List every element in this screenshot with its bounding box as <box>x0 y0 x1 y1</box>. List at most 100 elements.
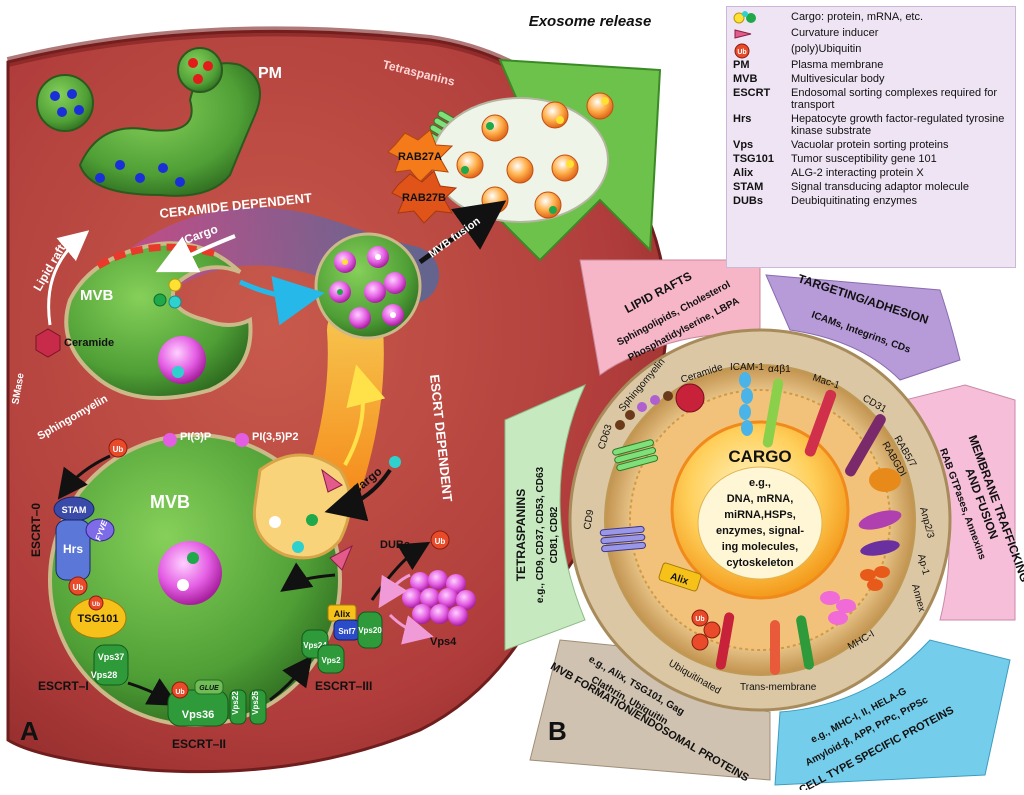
ceramide-label: Ceramide <box>64 337 114 349</box>
vps28-label: Vps28 <box>91 670 118 680</box>
pi35p2-label: PI(3,5)P2 <box>252 431 298 443</box>
pi35p2-head <box>235 433 249 447</box>
rab27a-label: RAB27A <box>398 151 442 163</box>
legend-term-alix: Alix <box>733 167 754 179</box>
legend-term-escrt: ESCRT <box>733 87 771 99</box>
legend-desc-ubiquitin: (poly)Ubiquitin <box>791 43 862 55</box>
ub-escrt2-label: Ub <box>175 689 184 696</box>
rab27b-label: RAB27B <box>402 192 446 204</box>
b-ap1-label: Ap-1 <box>915 553 931 577</box>
escrt1-to-2-arrow <box>127 678 179 706</box>
ub-released-label: Ub <box>435 537 446 546</box>
cargo-mid-arrow <box>324 468 392 522</box>
ceramide-mvb-inner-vesicle <box>158 336 206 384</box>
b-icam1-label: ICAM-1 <box>730 362 764 373</box>
legend-term-stam: STAM <box>733 181 764 193</box>
alix-a-label: Alix <box>334 609 351 619</box>
panel-b: LIPID RAFTS Sphingolipids, Cholesterol P… <box>504 259 1024 795</box>
ub-escrt0-bottom-label: Ub <box>73 583 84 592</box>
ub-escrt0-top-label: Ub <box>113 445 124 454</box>
b-cd9-label: CD9 <box>582 508 596 530</box>
cone-icon <box>733 27 791 41</box>
vps20-label: Vps20 <box>358 626 382 635</box>
legend-term-pm: PM <box>733 59 750 71</box>
ub-escrt2 <box>171 681 189 699</box>
legend-row-alix: Alix ALG-2 interacting protein X <box>733 167 1009 179</box>
smase-label: SMase <box>10 372 26 406</box>
escrt-yellow-arrow <box>343 364 386 466</box>
glue-shape <box>194 679 224 695</box>
escrt3-complex: Vps24 Vps2 Alix Snf7 Vps20 ESCRT–III <box>301 604 383 693</box>
rab27a-star <box>387 129 454 183</box>
glue-label: GLUE <box>199 685 219 692</box>
escrt1-label: ESCRT–I <box>38 679 89 693</box>
annexin-icon <box>860 566 890 591</box>
cargo-line-5: cytoskeleton <box>726 557 794 569</box>
bud-cargo-white <box>269 516 281 528</box>
mvb-big-label: MVB <box>150 492 190 512</box>
cargo-top-arrow <box>155 234 236 273</box>
cd31-icon <box>845 414 886 477</box>
escrt-bud <box>252 453 352 560</box>
sector-tetraspanins: TETRASPANINS e.g., CD9, CD37, CD53, CD63… <box>504 384 586 651</box>
ceramide-bud-cargo <box>153 278 182 309</box>
ceramide-inner-cargo <box>172 366 184 378</box>
ub-escrt0-bottom <box>68 576 88 596</box>
mvb-big-inner-cargo-1 <box>187 552 199 564</box>
cd63-protein-icon <box>612 439 659 472</box>
panel-a: PM Tetraspanins Exosome release <box>6 13 669 774</box>
cd9-protein-icon <box>599 525 646 553</box>
dubs-arrow <box>370 541 431 601</box>
b-a4b1-label: α4β1 <box>768 364 791 375</box>
panel-a-letter: A <box>20 716 39 746</box>
ceramide-ball-icon <box>675 383 705 413</box>
cargo-line-2: miRNA,HSPs, <box>724 509 796 521</box>
pm-label: PM <box>258 65 282 82</box>
ub-tsg101-label: Ub <box>92 602 100 608</box>
vps37-label: Vps37 <box>98 652 125 662</box>
escrt2-complex: Vps36 GLUE Ub Vps22 Vps25 ESCRT–II <box>167 655 313 751</box>
legend-desc-mvb: Multivesicular body <box>791 73 885 85</box>
vps22-label: Vps22 <box>231 691 240 715</box>
curvature-inducer-lower <box>329 544 354 571</box>
panel-b-letter: B <box>548 716 567 746</box>
legend-row-pm: PM Plasma membrane <box>733 59 1009 71</box>
ub-icon-text: Ub <box>737 49 746 56</box>
tetraspanins-title: TETRASPANINS <box>514 489 528 581</box>
pm-vesicle-top <box>177 47 223 93</box>
mvb-big-inner-cargo-2 <box>177 579 189 591</box>
vps24-label: Vps24 <box>303 641 327 650</box>
escrt-flow-band <box>307 302 384 508</box>
transmembrane-protein-icon-2 <box>796 615 814 670</box>
legend-desc-alix: ALG-2 interacting protein X <box>791 167 924 179</box>
cargo-line-0: e.g., <box>749 477 771 489</box>
bud-cargo-green <box>306 514 318 526</box>
legend-desc-pm: Plasma membrane <box>791 59 884 71</box>
sphingomyelin-chain-icon <box>615 391 673 430</box>
legend-row-mvb: MVB Multivesicular body <box>733 73 1009 85</box>
vps22-shape <box>229 689 247 725</box>
legend-term-mvb: MVB <box>733 73 758 85</box>
hrs-label: Hrs <box>63 542 83 556</box>
curvature-arrow <box>280 562 336 592</box>
pm-cargo-dots <box>50 58 213 187</box>
cargo-line-4: ing molecules, <box>722 541 798 553</box>
cargo-dots-icon <box>733 11 791 25</box>
bud-cargo-cyan <box>292 541 304 553</box>
legend-row-ubiquitin: Ub (poly)Ubiquitin <box>733 43 1009 59</box>
ub-cluster-b: Ub <box>691 609 721 651</box>
vps2-label: Vps2 <box>321 656 341 665</box>
escrt1-complex: TSG101 Ub Vps37 Vps28 ESCRT–I <box>38 595 179 706</box>
legend-desc-dubs: Deubiquitinating enzymes <box>791 195 917 207</box>
ub-released <box>430 530 450 550</box>
mvb-fusion-arrow <box>418 200 507 265</box>
escrt2-to-3-arrow <box>269 655 313 702</box>
exosome-release-text: Exosome release <box>529 13 652 30</box>
